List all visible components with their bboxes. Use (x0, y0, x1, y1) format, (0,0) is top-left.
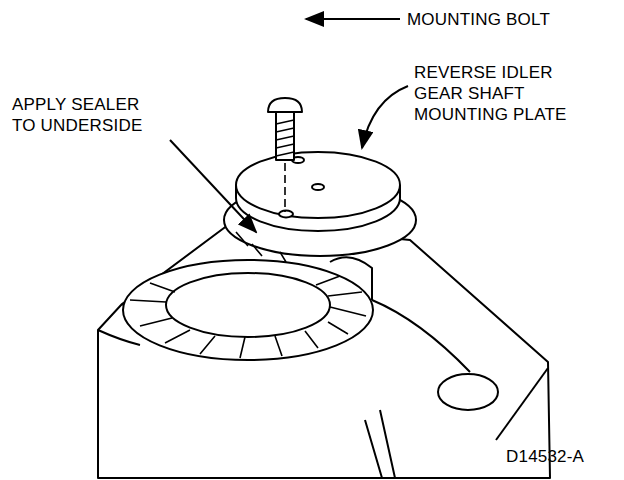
bolt-shank (276, 112, 294, 160)
leader-line (362, 86, 408, 148)
housing-edge (372, 300, 470, 372)
plate-hole (279, 211, 293, 218)
leader-line (496, 368, 548, 440)
housing-edge (365, 410, 395, 478)
leader-line (170, 140, 256, 232)
part-name: REVERSE IDLER GEAR SHAFT MOUNTING PLATE (414, 62, 604, 125)
mounting-plate (236, 152, 400, 218)
plate-hole (312, 184, 324, 190)
note-text: APPLY SEALER TO UNDERSIDE (12, 94, 157, 136)
housing-bore-ring (123, 260, 373, 360)
housing-bore (166, 273, 330, 337)
centerline (284, 163, 286, 212)
housing-teeth (130, 276, 366, 358)
part-name: MOUNTING BOLT (407, 9, 550, 30)
housing-boss (438, 374, 498, 410)
leader-line (306, 18, 400, 20)
housing-edge (98, 330, 140, 345)
bolt-head (268, 98, 302, 112)
bolt-thread (276, 120, 294, 156)
housing-boss (330, 257, 372, 300)
housing-outline (98, 222, 550, 478)
figure-code: D14532-A (506, 446, 584, 467)
flange-slots (236, 232, 286, 262)
